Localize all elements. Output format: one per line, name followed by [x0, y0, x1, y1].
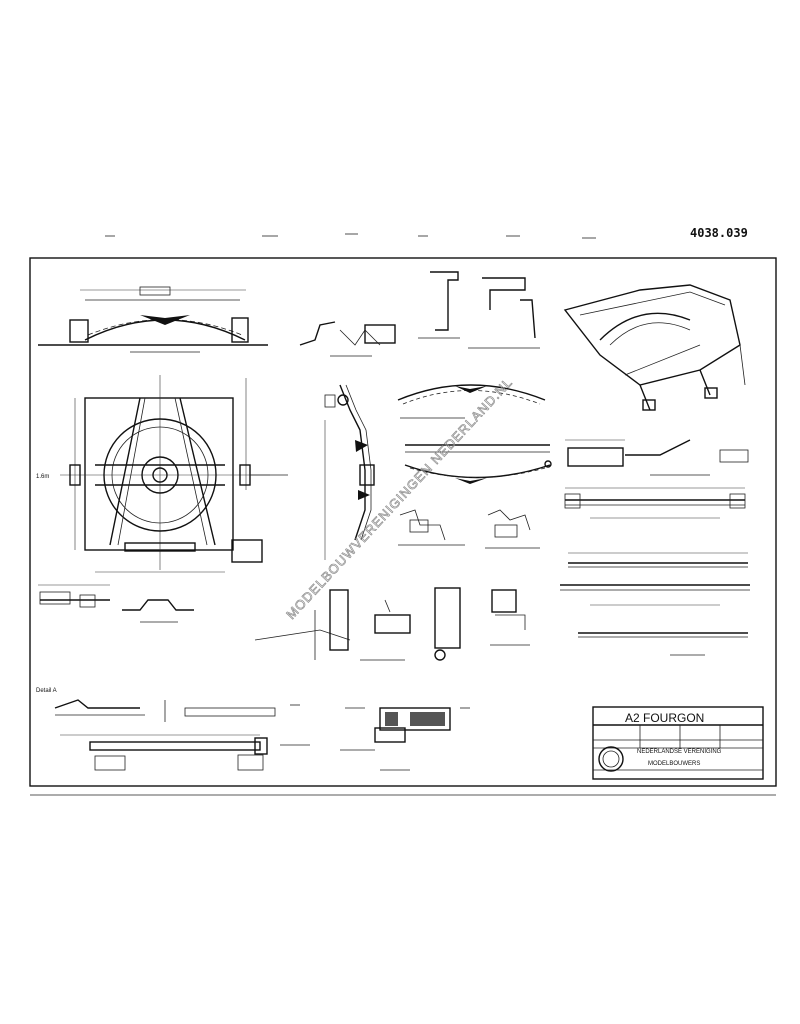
watermark: MODELBOUWVERENIGINGEN NEDERLAND.NL [283, 375, 515, 622]
drawing-title: A2 FOURGON [625, 711, 704, 725]
brake-rod-detail [324, 384, 375, 560]
lever-detail-right [565, 439, 749, 476]
chassis-plan-view: 1.6m [36, 375, 288, 573]
title-block: A2 FOURGON NEDERLANDSE VERENIGING MODELB… [592, 706, 764, 780]
bracket-details [254, 587, 530, 661]
drawing-number: 4038.039 [690, 226, 748, 240]
leaf-spring-views [397, 384, 552, 484]
sheet-border [29, 257, 777, 787]
beam-sections-bottom: Detail A [36, 688, 310, 771]
association-seal [598, 746, 624, 772]
chassis-side-view [38, 286, 268, 353]
association-name-line-1: NEDERLANDSE VERENIGING [637, 749, 722, 755]
small-parts-center [398, 509, 540, 549]
top-margin-marks [105, 233, 596, 239]
association-name-line-2: MODELBOUWERS [648, 761, 700, 767]
hatched-section-detail [340, 707, 470, 771]
svg-text:Detail A: Detail A [36, 688, 57, 694]
profile-sections [418, 271, 540, 349]
isometric-underframe-view [563, 284, 746, 411]
coupling-detail [299, 321, 396, 357]
side-bars-right [560, 487, 750, 656]
svg-text:1.6m: 1.6m [36, 474, 49, 480]
detail-views-left [38, 584, 194, 623]
